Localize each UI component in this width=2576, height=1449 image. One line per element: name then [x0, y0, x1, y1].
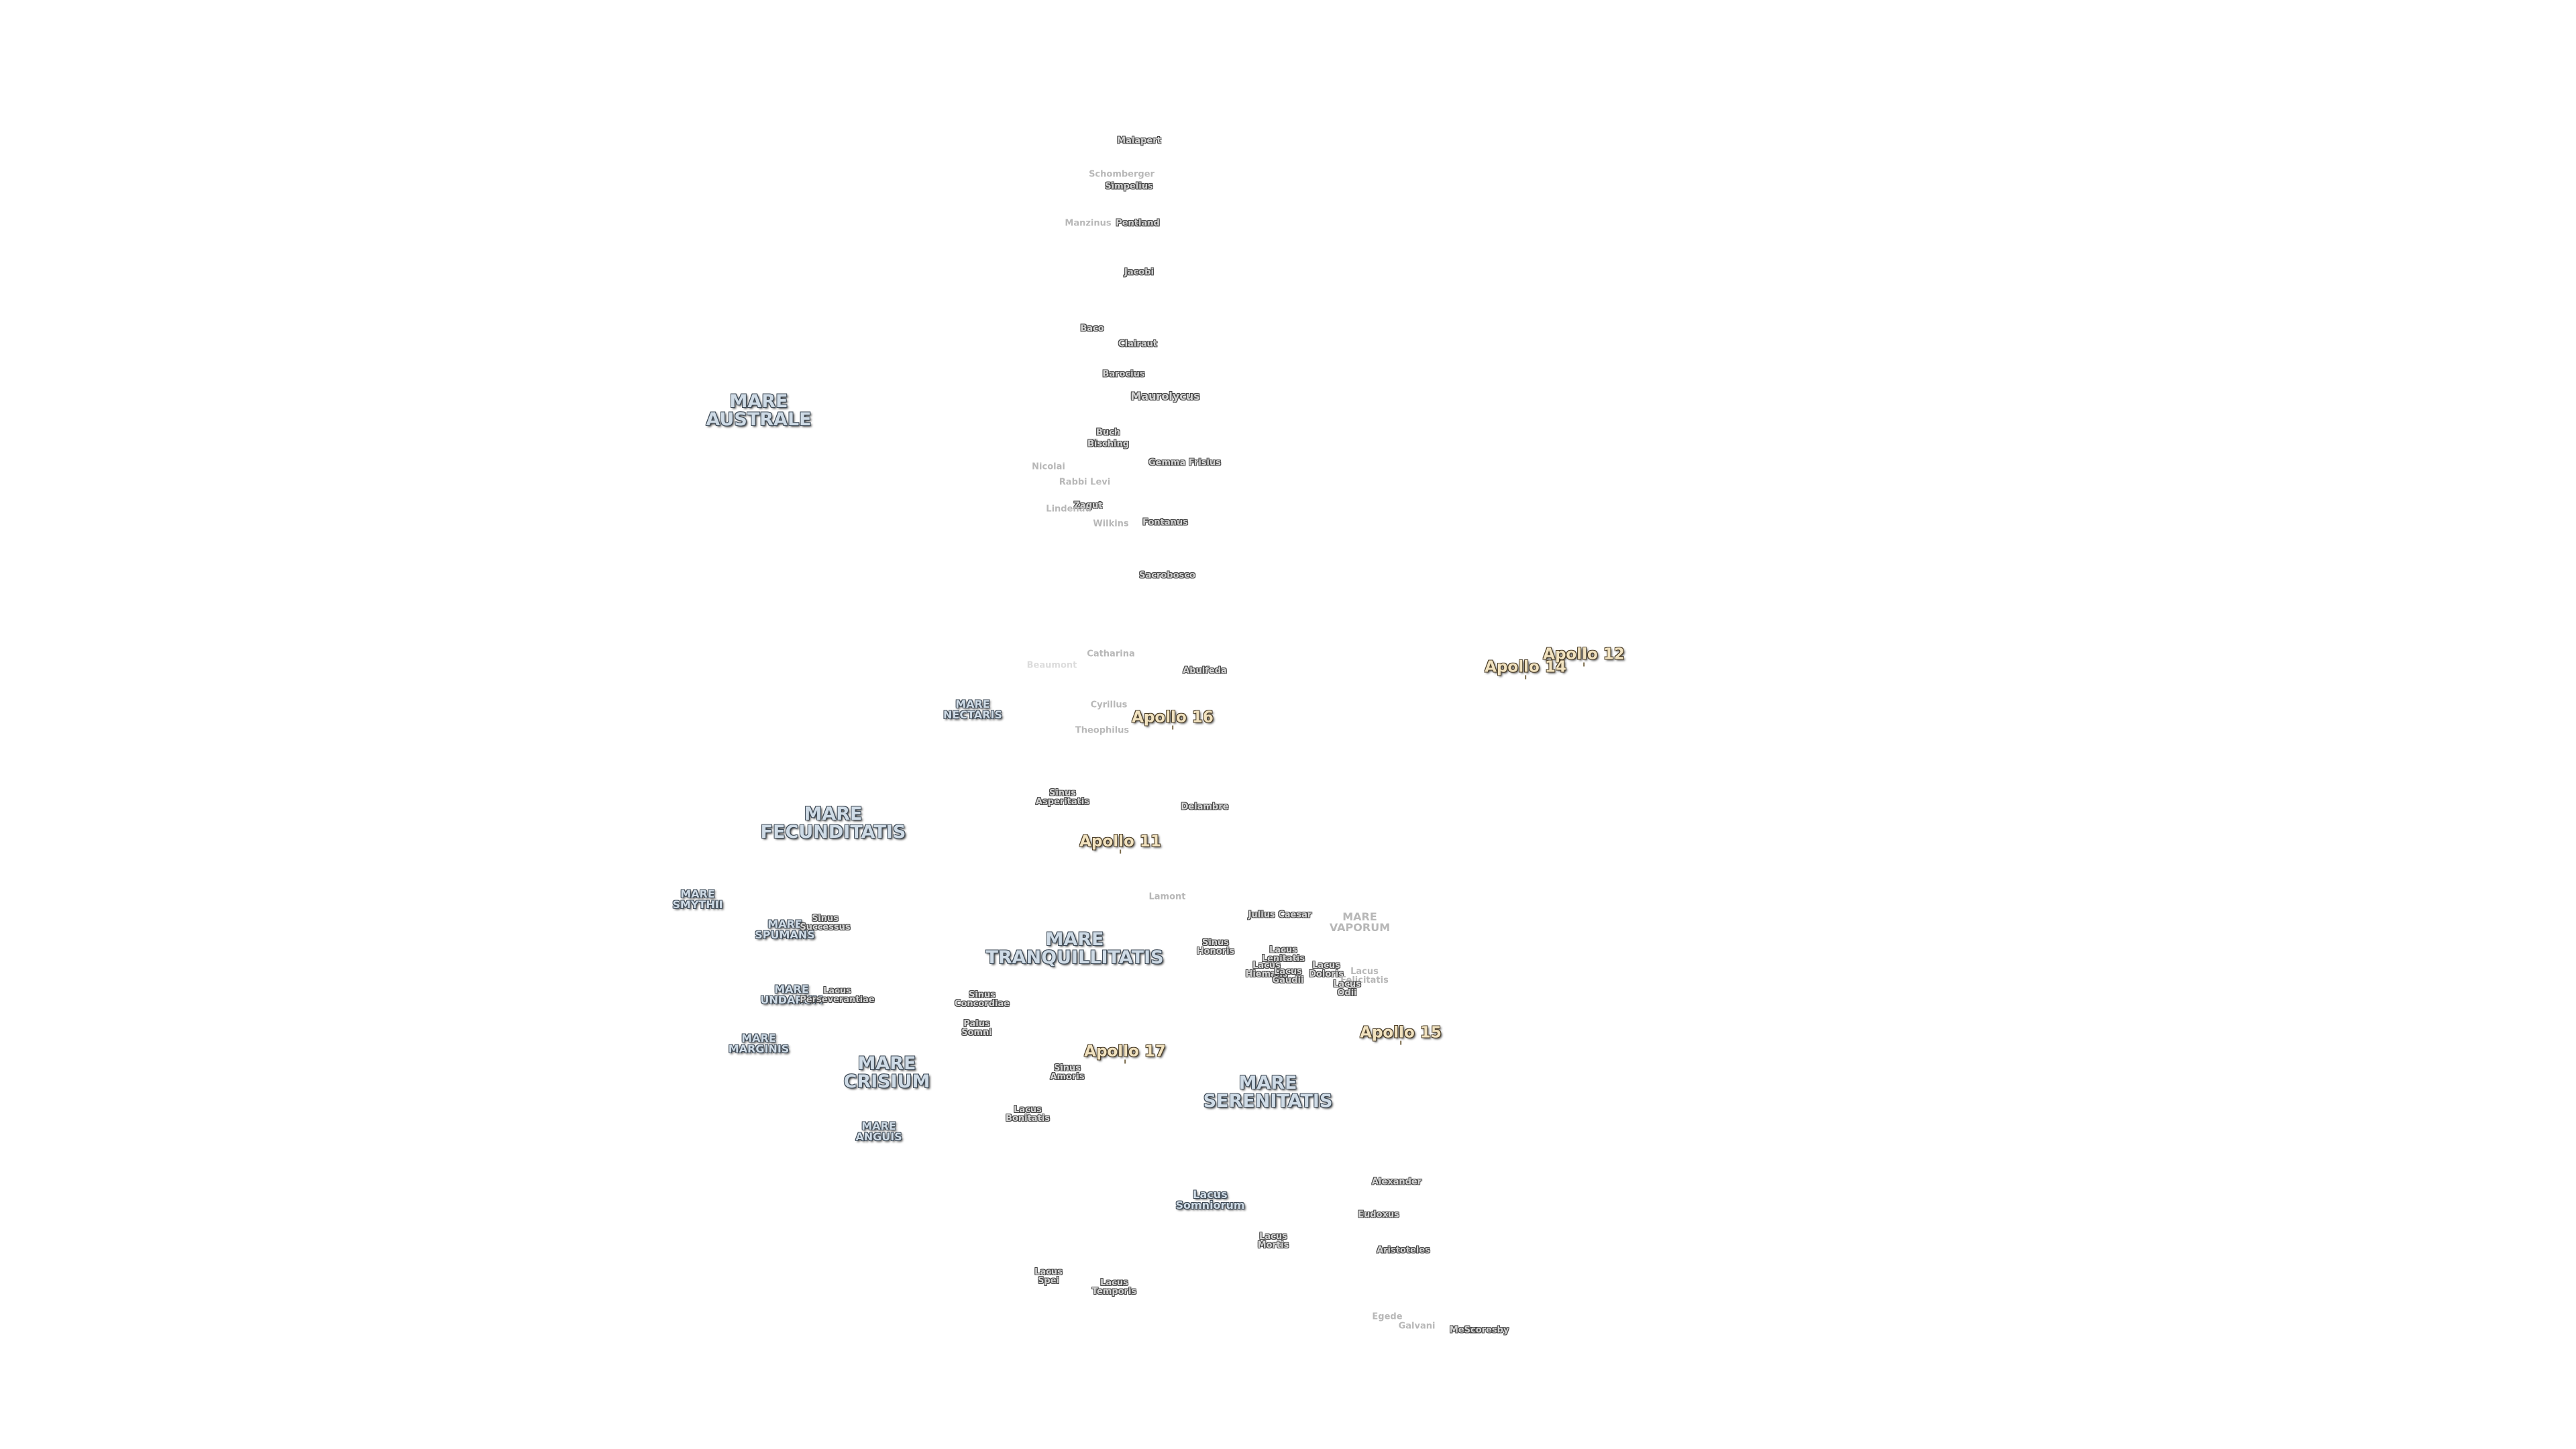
feature-label-beaumont: Beaumont — [1026, 660, 1077, 671]
feature-label-maurolycus: Maurolycus — [1130, 390, 1200, 402]
feature-label-eudoxus: Eudoxus — [1358, 1210, 1399, 1220]
feature-label-scoresby: Scoresby — [1464, 1325, 1509, 1336]
feature-label-wilkins: Wilkins — [1093, 519, 1129, 529]
feature-label-clairaut: Clairaut — [1118, 339, 1157, 350]
feature-label-abulfeda: Abulfeda — [1183, 665, 1227, 676]
feature-label-theophilus: Theophilus — [1075, 725, 1130, 736]
feature-label-alexander: Alexander — [1371, 1177, 1422, 1187]
landing-site-apollo-17: Apollo 17 — [1084, 1042, 1166, 1061]
feature-label-rabbi-levi: Rabbi Levi — [1059, 477, 1111, 488]
landing-site-apollo-12: Apollo 12 — [1543, 645, 1625, 663]
feature-label-jacobi: Jacobi — [1124, 267, 1155, 278]
feature-label-delambre: Delambre — [1181, 802, 1229, 812]
feature-label-barocius: Barocius — [1102, 369, 1145, 380]
feature-label-meton: Meton — [1449, 1325, 1481, 1336]
feature-label-catharina: Catharina — [1087, 649, 1135, 659]
feature-label-manzinus: Manzinus — [1065, 218, 1112, 229]
landing-site-apollo-16: Apollo 16 — [1132, 708, 1214, 727]
feature-label-buch: Buch — [1095, 427, 1121, 438]
feature-label-simpelius: Simpelius — [1105, 181, 1153, 192]
feature-label-galvani: Galvani — [1398, 1321, 1436, 1332]
feature-label-lamont: Lamont — [1148, 892, 1186, 902]
feature-label-pentland: Pentland — [1116, 218, 1160, 229]
feature-label-schomberger: Schomberger — [1089, 169, 1155, 180]
feature-label-egede: Egede — [1372, 1311, 1403, 1322]
feature-label-nicolai: Nicolai — [1032, 462, 1065, 472]
feature-label-malapert: Malapert — [1117, 136, 1161, 146]
feature-label-julius-caesar: Julius Caesar — [1248, 910, 1312, 920]
feature-label-cyrillus: Cyrillus — [1090, 700, 1128, 710]
feature-label-baco: Baco — [1080, 323, 1104, 334]
landing-site-apollo-15: Apollo 15 — [1360, 1024, 1442, 1042]
feature-label-b-sching: Bĭsching — [1087, 439, 1130, 449]
feature-label-lindenau: Lindenau — [1046, 504, 1091, 515]
landing-site-apollo-14: Apollo 14 — [1485, 658, 1566, 676]
feature-label-aristoteles: Aristoteles — [1377, 1245, 1430, 1256]
feature-label-zagut: Zagut — [1073, 500, 1103, 511]
landing-site-apollo-11: Apollo 11 — [1079, 833, 1161, 851]
feature-label-sacrobosco: Sacrobosco — [1139, 570, 1195, 581]
feature-label-fontanus: Fontanus — [1142, 517, 1188, 528]
feature-label-gemma-frisius: Gemma Frisius — [1148, 458, 1221, 468]
